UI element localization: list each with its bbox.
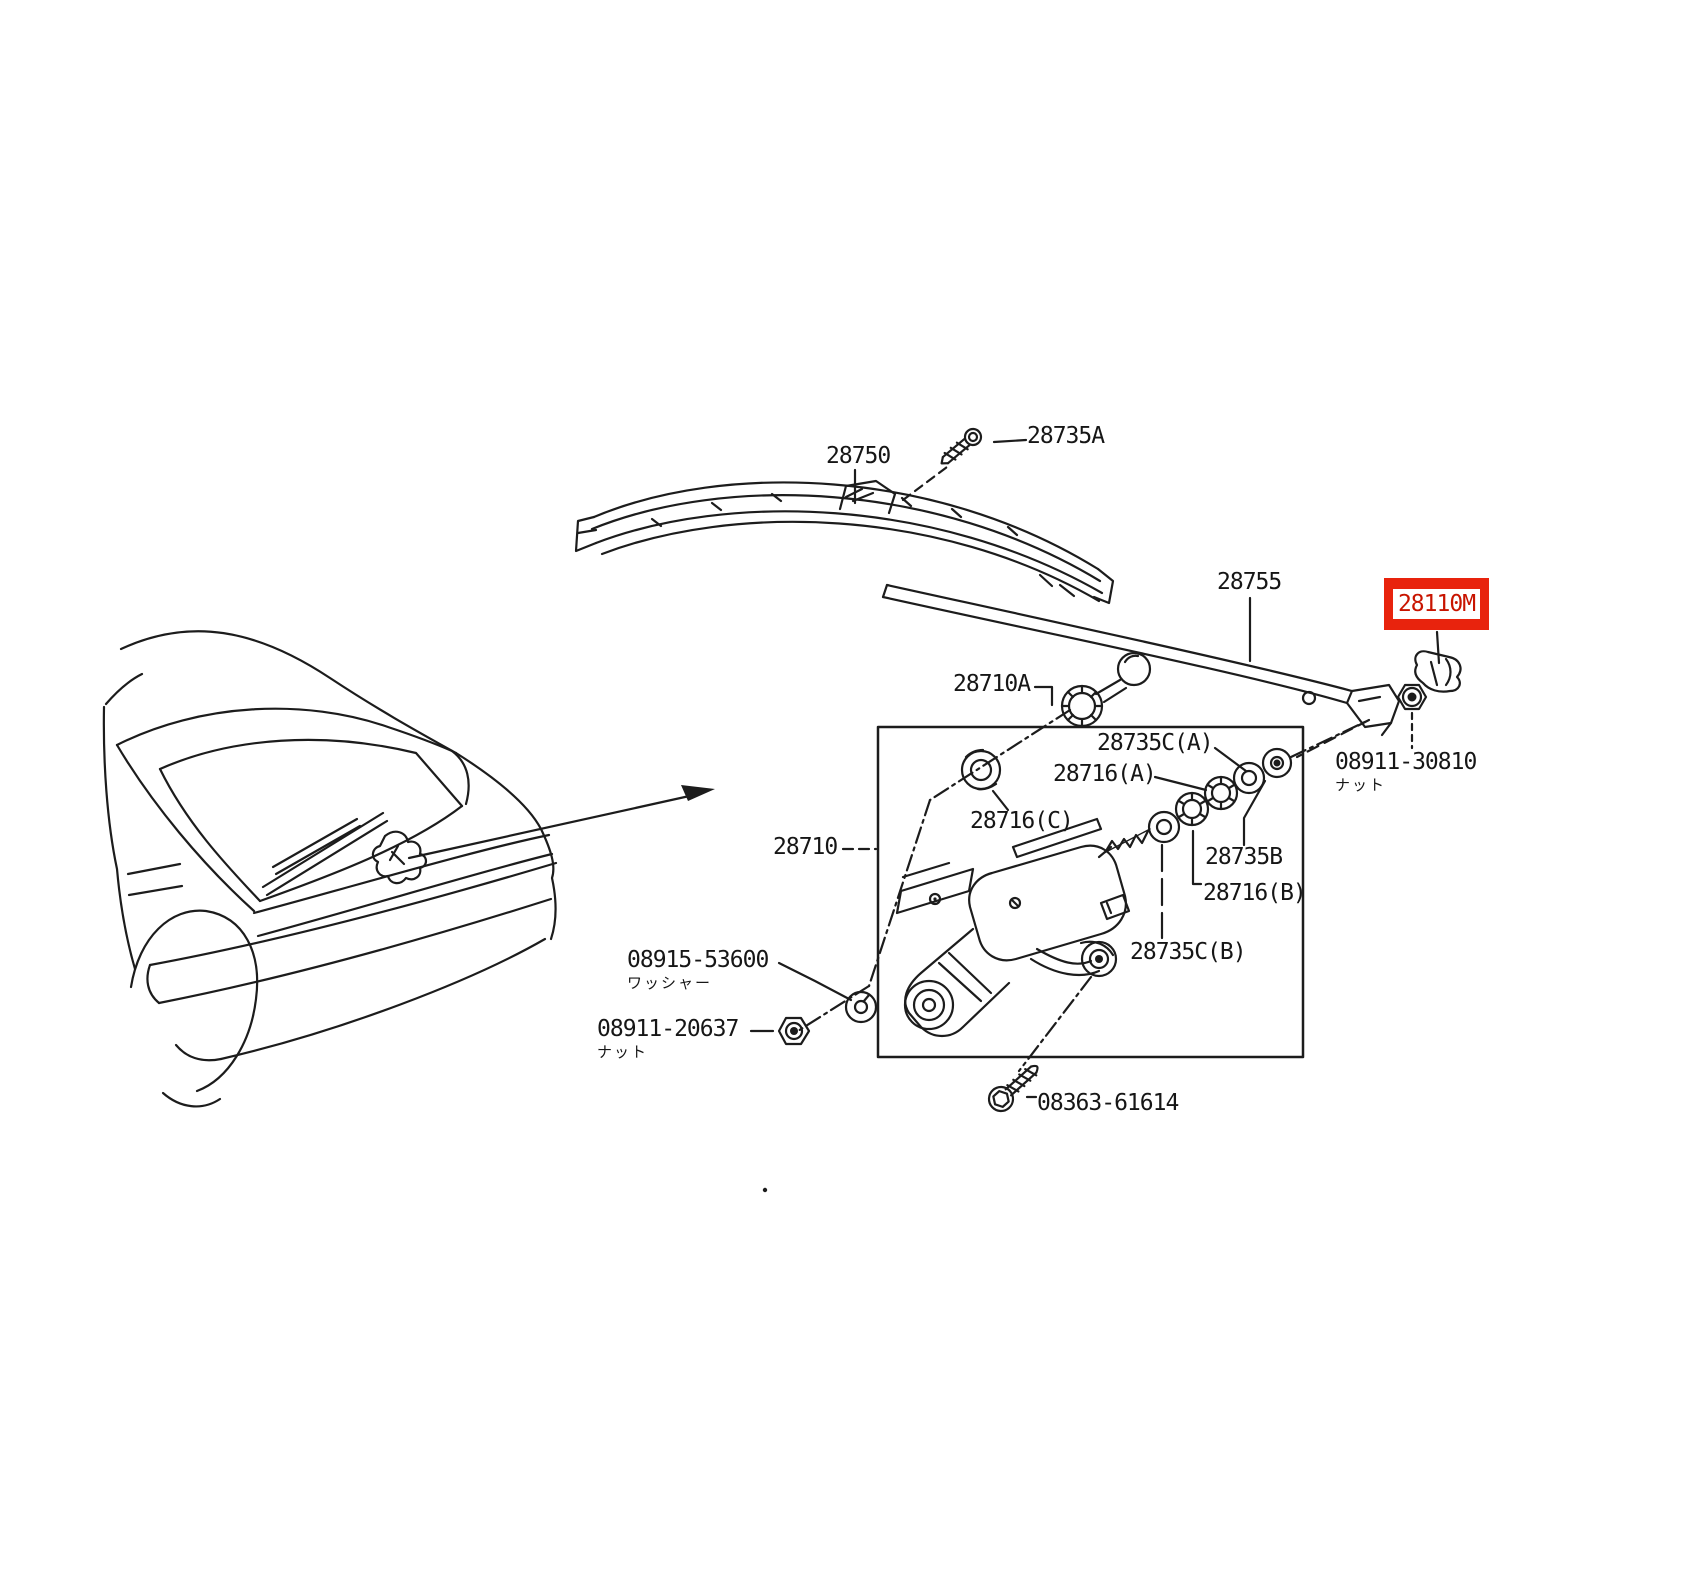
wiper-blade-drawing — [574, 468, 1115, 605]
label-28110M[interactable]: 28110M — [1392, 589, 1481, 619]
wiper-arm-drawing — [881, 583, 1401, 737]
pivot-nut-drawing — [1295, 683, 1428, 759]
label-08911-20637: 08911-20637 — [597, 1016, 739, 1042]
label-28735B: 28735B — [1205, 844, 1283, 870]
grommet-c-drawing — [960, 748, 1010, 812]
label-28750: 28750 — [826, 443, 891, 469]
label-28735C-A: 28735C(A) — [1097, 730, 1214, 756]
label-08363-61614: 08363-61614 — [1037, 1090, 1179, 1116]
pointer-arrow — [407, 785, 715, 860]
label-28735A: 28735A — [1027, 423, 1105, 449]
label-08915-53600: 08915-53600 — [627, 947, 769, 973]
label-28716-C: 28716(C) — [970, 808, 1074, 834]
label-28755: 28755 — [1217, 569, 1282, 595]
label-28716-B: 28716(B) — [1203, 880, 1307, 906]
stray-dot — [762, 1187, 768, 1193]
label-28710: 28710 — [773, 834, 838, 860]
motor-drawing — [895, 817, 1151, 1038]
caption-nut-left: ナット — [597, 1043, 649, 1061]
bolt-drawing — [987, 1064, 1039, 1113]
label-28735C-B: 28735C(B) — [1130, 939, 1247, 965]
screw-drawing — [901, 427, 1028, 502]
pivot-shaft-drawing — [1033, 651, 1152, 728]
motor-box — [876, 725, 1305, 1059]
label-28716-A: 28716(A) — [1053, 761, 1157, 787]
label-28710A: 28710A — [953, 671, 1031, 697]
car-illustration — [102, 630, 558, 1108]
caption-washer: ワッシャー — [627, 974, 713, 992]
pivot-cap-drawing — [1414, 630, 1462, 693]
nut-drawing — [777, 1016, 811, 1046]
parts-chain-drawing — [1147, 747, 1293, 844]
leader-lines — [749, 746, 1267, 1099]
washer-drawing — [844, 990, 878, 1024]
highlight-box-28110M: 28110M — [1384, 578, 1489, 630]
label-08911-30810: 08911-30810 — [1335, 749, 1477, 775]
caption-nut-right: ナット — [1335, 776, 1387, 794]
